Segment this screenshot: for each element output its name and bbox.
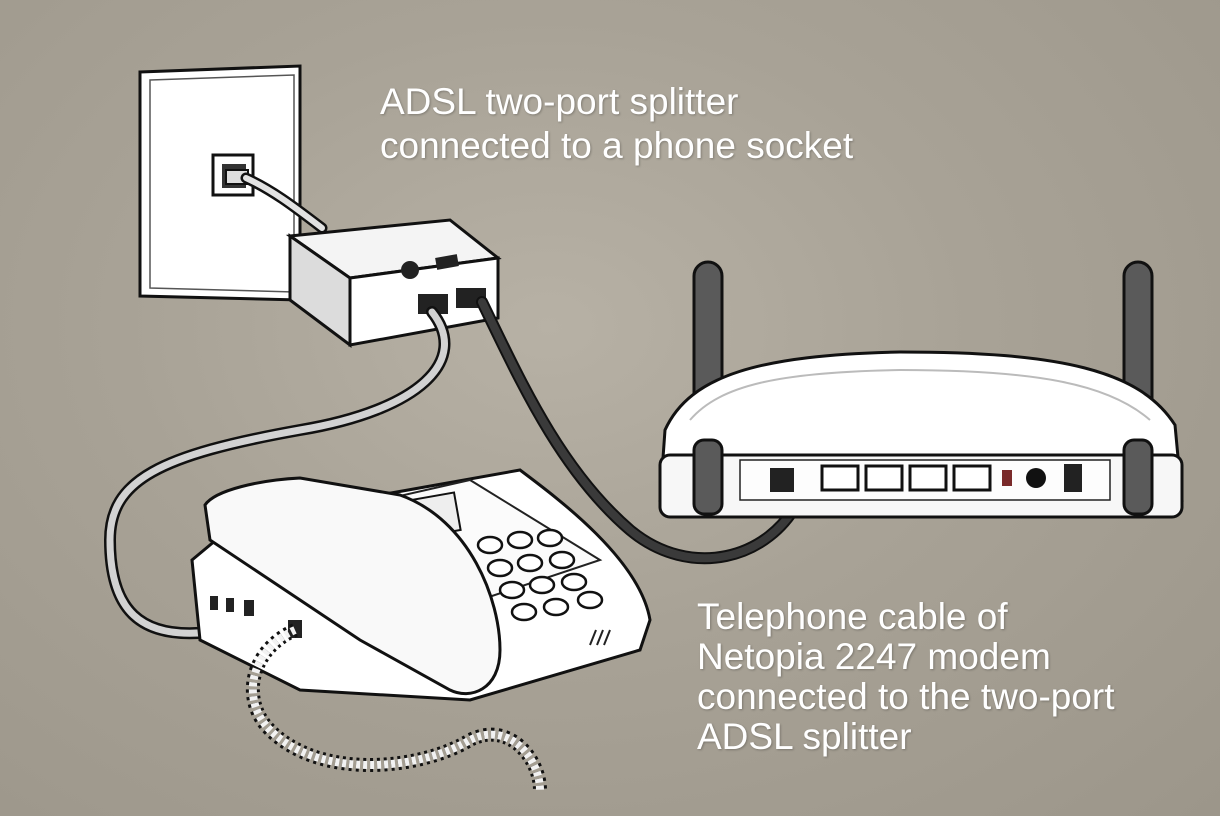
router-icon xyxy=(658,260,1184,519)
telephone-icon xyxy=(190,468,652,702)
splitter-icon xyxy=(285,218,502,348)
cable-caption-line: ADSL splitter xyxy=(697,716,912,757)
splitter-caption-line: connected to a phone socket xyxy=(380,125,854,166)
cable-caption-line: Telephone cable of xyxy=(697,596,1008,637)
cable-caption-line: connected to the two-port xyxy=(697,676,1115,717)
splitter-caption: ADSL two-port splitter connected to a ph… xyxy=(380,80,853,168)
cable-caption: Telephone cable of Netopia 2247 modem co… xyxy=(697,597,1115,757)
wall-socket-icon xyxy=(138,64,302,302)
coiled-cord xyxy=(245,623,547,791)
splitter-caption-line: ADSL two-port splitter xyxy=(380,81,739,122)
cable-caption-line: Netopia 2247 modem xyxy=(697,636,1051,677)
